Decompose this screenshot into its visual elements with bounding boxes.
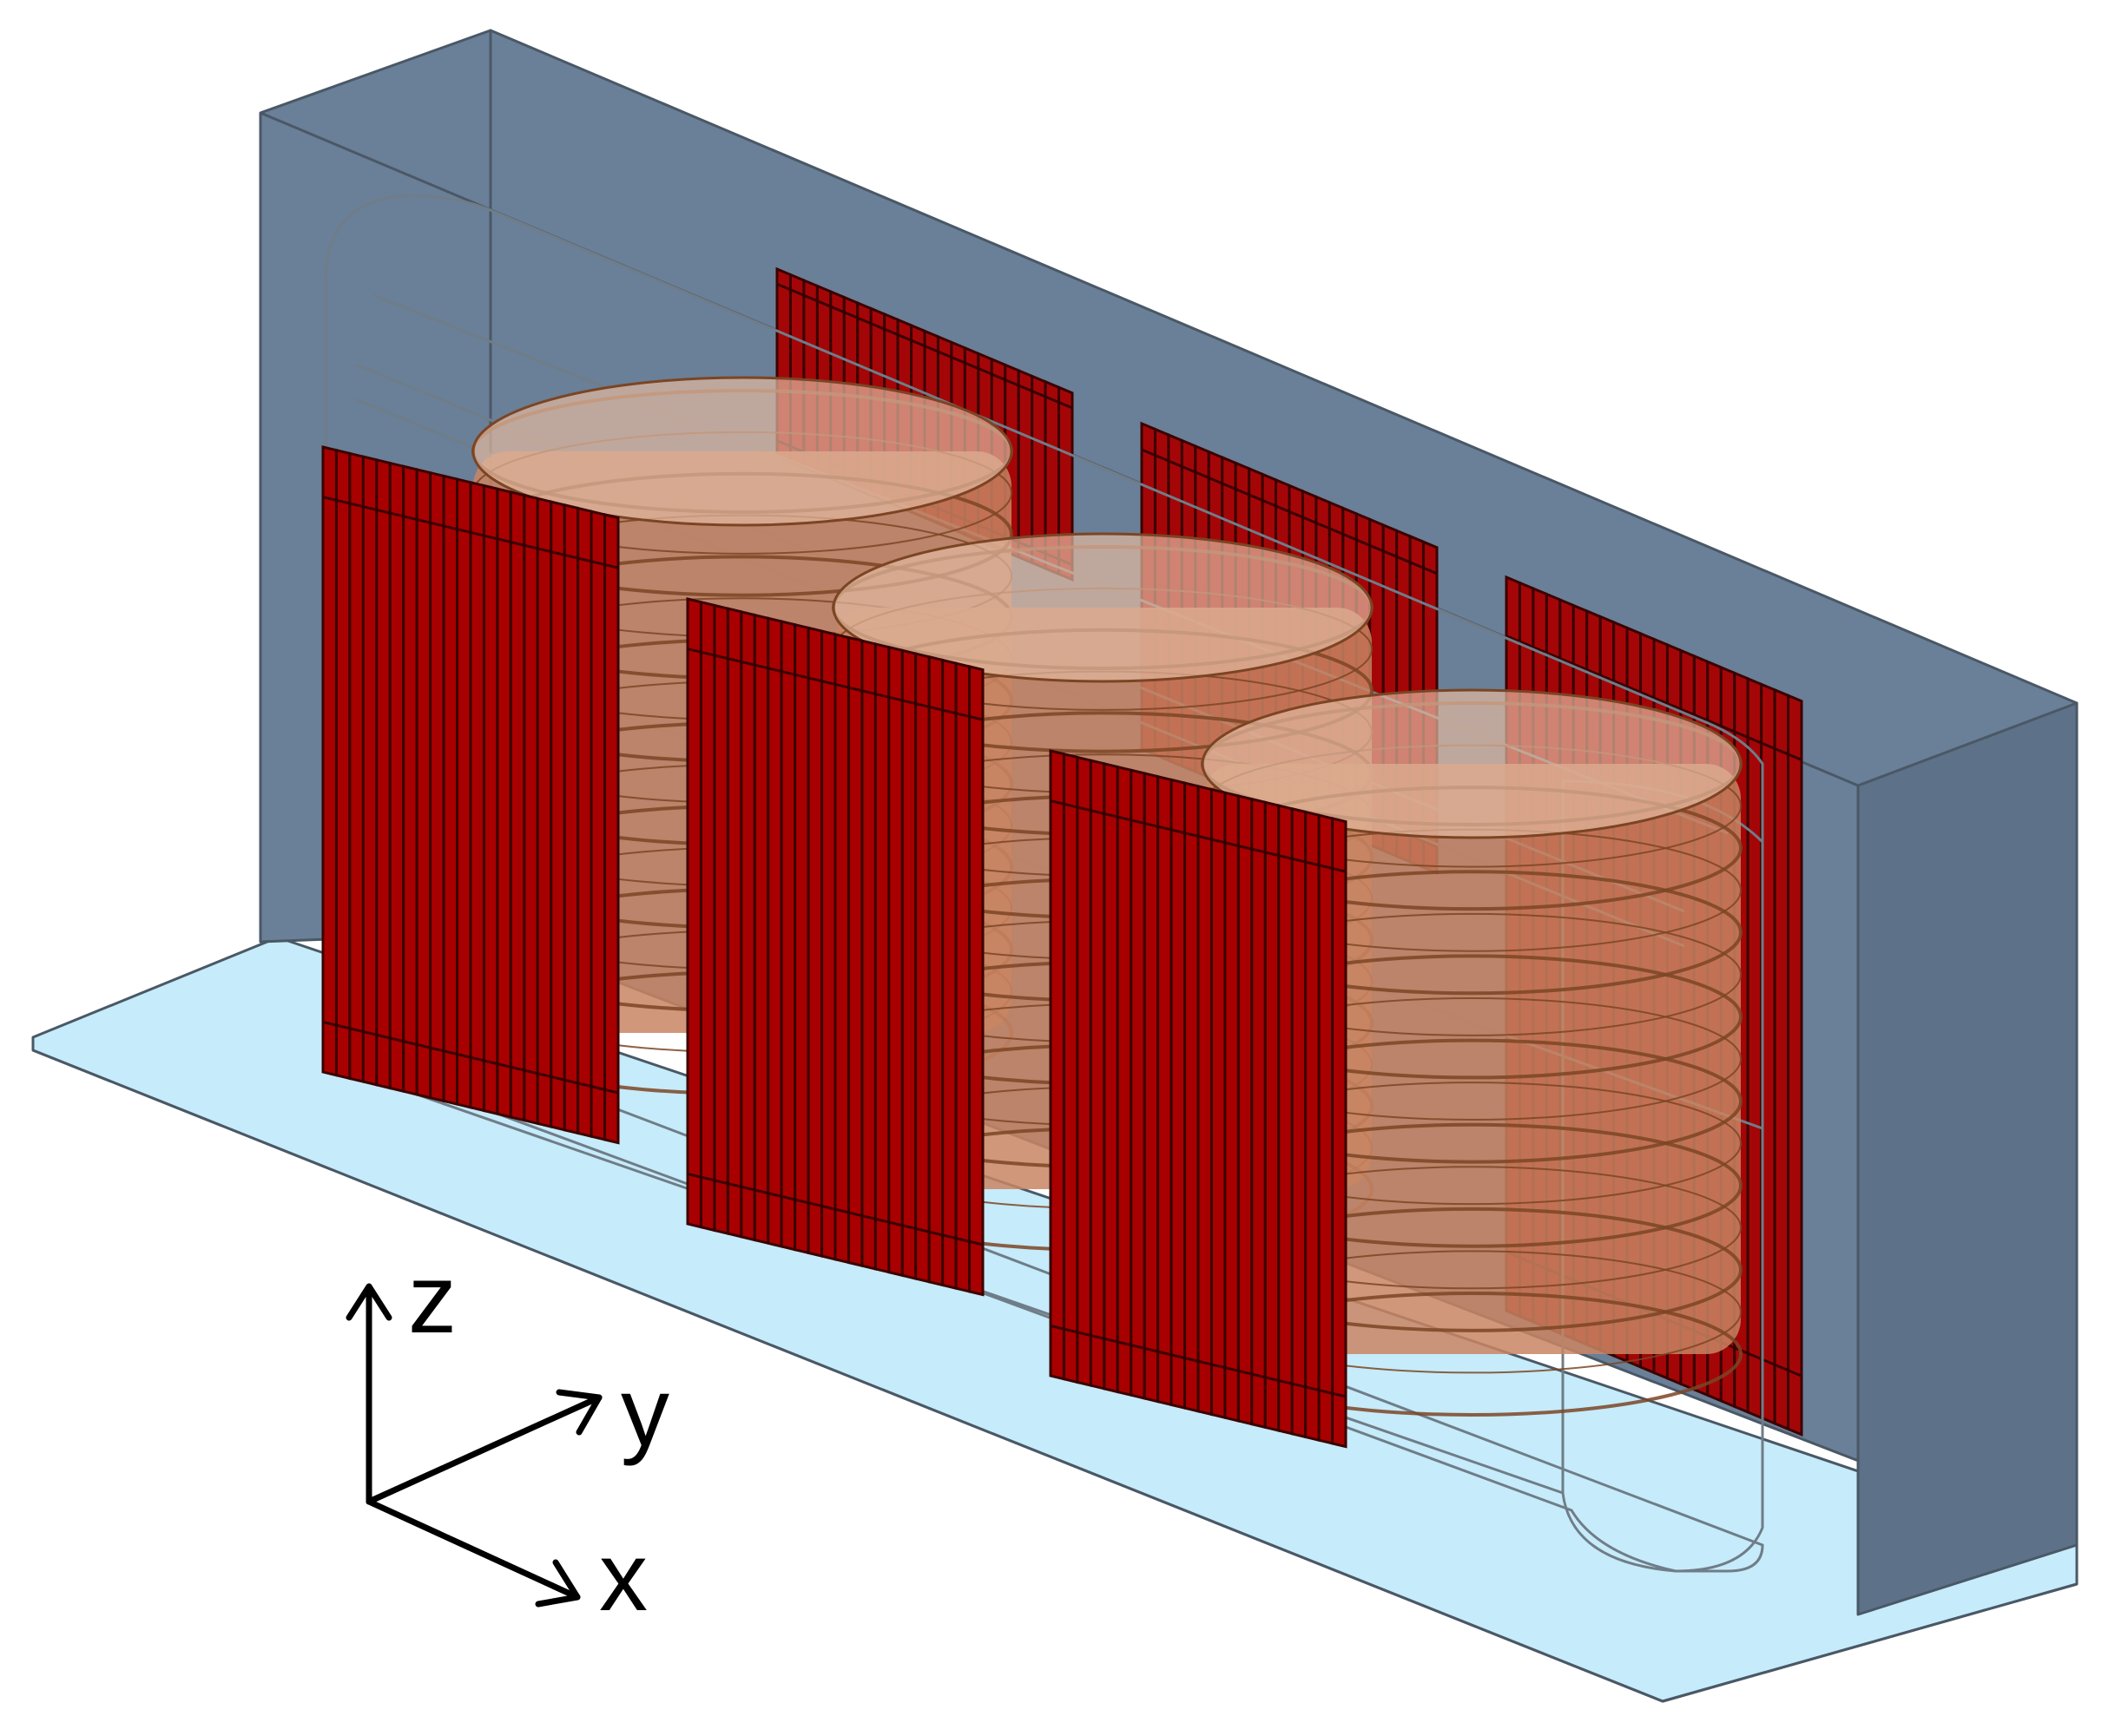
shield-bar (1183, 781, 1200, 1413)
shield-tie-line (1506, 635, 1802, 761)
shield-bar (726, 607, 743, 1239)
shield-bar (603, 512, 620, 1145)
shield-bar (968, 664, 985, 1297)
tank-right-wall (1856, 701, 2079, 1616)
shield-tie-line (1141, 448, 1438, 575)
shield-tie-line (322, 496, 619, 569)
z-axis-label: z (408, 1245, 457, 1353)
shield-bar (1250, 797, 1267, 1430)
shield-bar (1304, 810, 1321, 1443)
shield-bar (767, 616, 783, 1248)
shield-bar (550, 500, 566, 1132)
front-shield-panel-2 (686, 597, 985, 1297)
shield-bar (1787, 694, 1803, 1437)
shield-bar (927, 654, 945, 1287)
shield-bar (740, 609, 756, 1242)
shield-bar (860, 639, 877, 1271)
shield-bar (1170, 778, 1187, 1410)
shield-bar (375, 457, 392, 1090)
y-axis-label: y (621, 1358, 669, 1466)
shield-bar (1103, 761, 1119, 1394)
shield-bar (1209, 787, 1227, 1420)
shield-bar (914, 652, 931, 1284)
z-axis-arrow (346, 1283, 392, 1505)
shield-bar (1130, 768, 1146, 1400)
shield-tie-line (687, 648, 984, 721)
shield-bar (1017, 368, 1034, 565)
shield-tie-line (1050, 1324, 1347, 1398)
shield-bar (563, 503, 580, 1135)
shield-bar (523, 493, 539, 1126)
shield-bar (536, 496, 553, 1128)
front-shield-panel-1 (321, 445, 620, 1145)
shield-bar (1143, 772, 1160, 1404)
shield-tie-line (322, 1020, 619, 1095)
core-upper-yoke (324, 194, 1764, 1131)
shield-bar (456, 477, 472, 1109)
shield-bar (577, 506, 593, 1139)
shield-bar (321, 445, 338, 1077)
winding-top-face (471, 376, 1013, 527)
shield-bar (1223, 791, 1240, 1423)
shield-tie-line (776, 282, 1073, 410)
shield-bar (1317, 813, 1334, 1445)
shield-bar (900, 648, 918, 1280)
shield-bar (1049, 749, 1065, 1381)
shield-bar (1331, 816, 1347, 1449)
shield-bar (1062, 752, 1079, 1384)
x-axis-arrow (366, 1498, 581, 1608)
shield-bar (1116, 765, 1133, 1397)
axes-indicator: z y x (346, 1245, 669, 1631)
shield-bar (887, 645, 904, 1278)
shield-bar (415, 468, 432, 1100)
shield-bar (1196, 784, 1213, 1417)
shield-bar (442, 474, 459, 1106)
shield-bar (941, 658, 958, 1291)
winding-top-face (1201, 688, 1743, 839)
shield-bar (361, 455, 379, 1087)
shield-bar (713, 603, 729, 1236)
shield-bar (1773, 687, 1790, 1431)
winding-top-face (832, 532, 1374, 683)
shield-bar (753, 613, 770, 1246)
front-shield-panel-3 (1049, 749, 1347, 1449)
shield-bar (954, 661, 972, 1293)
shield-bar (1277, 804, 1294, 1436)
x-axis-label: x (599, 1522, 648, 1631)
shield-bar (780, 620, 797, 1252)
front-shield-group (321, 445, 1347, 1449)
shield-bar (1089, 759, 1106, 1391)
shield-bar (794, 622, 810, 1255)
shield-tie-line (1050, 799, 1347, 873)
shield-bar (807, 626, 824, 1258)
shield-bar (388, 461, 405, 1094)
shield-bar (833, 632, 850, 1265)
shield-bar (847, 635, 864, 1268)
shield-tie-line (687, 1172, 984, 1246)
shield-bar (469, 480, 485, 1113)
shield-bar (1263, 800, 1281, 1432)
shield-bar (686, 597, 702, 1229)
shield-bar (348, 451, 365, 1084)
shield-bar (1076, 755, 1092, 1388)
core-lower-yoke (324, 996, 1764, 1573)
shield-bar (1746, 676, 1763, 1420)
shield-bar (496, 487, 512, 1119)
shield-bar (482, 483, 499, 1116)
shield-bar (1236, 794, 1254, 1426)
shield-bar (334, 448, 352, 1081)
shield-bar (873, 642, 891, 1274)
shield-bar (429, 470, 445, 1103)
y-axis-arrow (366, 1389, 603, 1505)
shield-bar (1156, 774, 1173, 1407)
shield-bar (1290, 806, 1308, 1439)
shield-bar (402, 464, 418, 1096)
shield-bar (509, 490, 526, 1122)
shield-bar (699, 600, 716, 1233)
shield-bar (820, 629, 837, 1261)
shield-bar (590, 510, 607, 1141)
